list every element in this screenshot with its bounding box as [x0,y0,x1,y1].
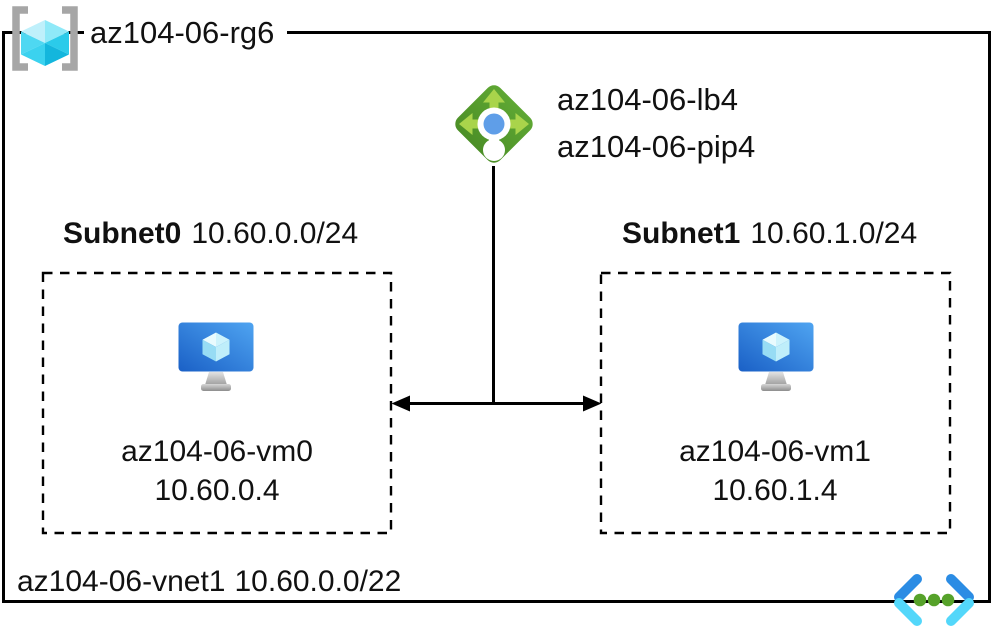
arrowhead-left [391,395,410,412]
cube-glyph [762,332,790,362]
monitor-base [761,384,791,391]
resource-group-icon [12,6,78,71]
subnet0-cidr: 10.60.0.0/24 [191,217,359,250]
subnet1-label: Subnet1 10.60.1.0/24 [622,217,917,251]
monitor-base [201,384,231,391]
virtual-network-icon [894,574,974,626]
load-balancer-icon [455,85,533,163]
lb-to-subnets-connector [391,166,602,412]
vm0-ip: 10.60.0.4 [154,474,280,507]
lb-arrows [459,89,529,135]
subnet1-box [599,271,952,535]
vm0-name: az104-06-vm0 [121,435,313,468]
virtual-machine-icon [738,322,814,391]
bracket-left [12,6,28,71]
monitor-stand [765,372,787,385]
resource-group-boundary [2,31,991,603]
arrowhead-right [583,395,602,412]
resource-group-label: az104-06-rg6 [84,13,288,53]
cube-glyph [21,20,69,66]
vm1-labels: az104-06-vm1 10.60.1.4 [601,432,949,510]
vm1-ip: 10.60.1.4 [712,474,838,507]
vm0-labels: az104-06-vm0 10.60.0.4 [43,432,391,510]
lb-keyhole [477,107,511,161]
load-balancer-name: az104-06-lb4 [557,82,738,117]
vm1-name: az104-06-vm1 [679,435,871,468]
vnet-cidr: 10.60.0.0/22 [234,565,402,598]
subnet0-label: Subnet0 10.60.0.0/24 [63,217,358,251]
cube-glyph [202,332,230,362]
virtual-machine-icon [178,322,254,391]
load-balancer-labels: az104-06-lb4 az104-06-pip4 [557,76,755,170]
subnet0-box [41,271,393,535]
subnet1-name: Subnet1 [622,217,741,250]
bracket-right [62,6,78,71]
subnet0-name: Subnet0 [63,217,182,250]
vnet-dots [913,593,955,607]
vnet-name: az104-06-vnet1 [17,565,226,598]
monitor-stand [205,372,227,385]
public-ip-name: az104-06-pip4 [557,129,756,164]
subnet1-cidr: 10.60.1.0/24 [750,217,918,250]
